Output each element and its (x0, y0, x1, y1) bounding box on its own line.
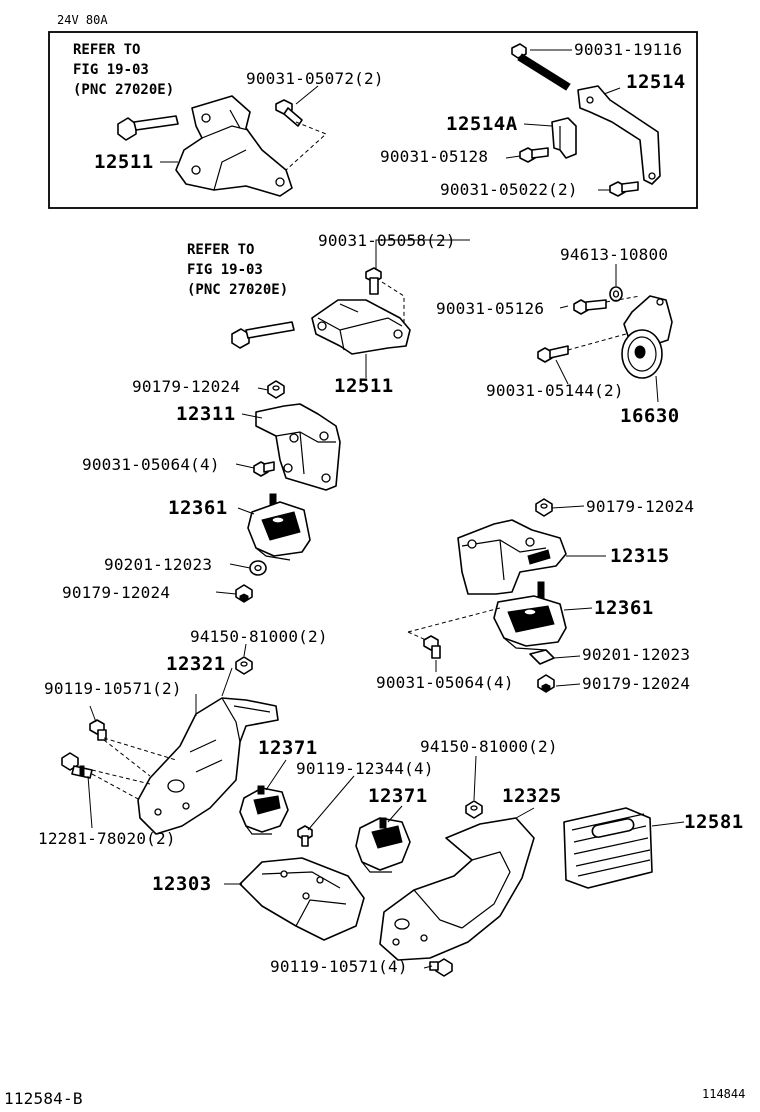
engine-mount-insulator-12361-a (247, 493, 311, 561)
spec-label: 24V 80A (57, 13, 108, 27)
callout-90031-19116: 90031-19116 (574, 40, 682, 59)
nut-90179-12024-c (535, 498, 553, 517)
callout-90179-12024-d: 90179-12024 (582, 674, 690, 693)
illustration-code-right: 114844 (702, 1087, 745, 1101)
callout-90031-05058: 90031-05058(2) (318, 231, 456, 250)
spacer-12514A (551, 117, 577, 159)
svg-text:FIG 19-03: FIG 19-03 (73, 62, 149, 78)
callout-16630: 16630 (620, 405, 680, 427)
engine-mount-insulator-12361-b (493, 581, 567, 651)
callout-12361-a: 12361 (168, 497, 228, 519)
callout-90031-05144: 90031-05144(2) (486, 381, 624, 400)
heat-insulator-12581 (563, 807, 653, 889)
bolt-90031-05144 (537, 345, 569, 363)
engine-mount-bracket-12325 (379, 817, 535, 961)
callout-90201-12023-b: 90201-12023 (582, 645, 690, 664)
nut-90179-12024-b (235, 584, 253, 603)
svg-text:(PNC 27020E): (PNC 27020E) (187, 282, 288, 298)
alternator-bracket-group-box (48, 31, 698, 209)
bracket-12511-top (175, 95, 293, 197)
engine-mount-bracket-12315 (457, 519, 567, 595)
callout-90119-10571-a: 90119-10571(2) (44, 679, 182, 698)
undercover-12303 (239, 857, 365, 941)
bolt-90031-05022 (609, 181, 639, 197)
callout-12321: 12321 (166, 653, 226, 675)
washer-90201-12023-b (529, 649, 555, 665)
callout-12371-a: 12371 (258, 737, 318, 759)
engine-mount-bracket-12321 (137, 697, 279, 835)
callout-94613-10800: 94613-10800 (560, 245, 668, 264)
callout-94150-81000-a: 94150-81000(2) (190, 627, 328, 646)
callout-12315: 12315 (610, 545, 670, 567)
callout-12511-top: 12511 (94, 151, 154, 173)
svg-text:FIG 19-03: FIG 19-03 (187, 262, 263, 278)
insulator-12371-a (239, 785, 289, 835)
callout-90031-05128: 90031-05128 (380, 147, 488, 166)
callout-12325: 12325 (502, 785, 562, 807)
bolt-12281-78020 (61, 752, 93, 779)
callout-94150-81000-b: 94150-81000(2) (420, 737, 558, 756)
callout-90119-12344: 90119-12344(4) (296, 759, 434, 778)
idler-pulley-16630 (621, 295, 673, 379)
bolt-90031-05128 (519, 147, 549, 163)
callout-12361-b: 12361 (594, 597, 654, 619)
bolt-long-top-left (117, 115, 179, 141)
bolt-90031-05072 (275, 99, 303, 127)
bolt-90031-05064-a (253, 461, 275, 477)
nut-90179-12024-a (267, 380, 285, 399)
callout-12511-mid: 12511 (334, 375, 394, 397)
nut-94150-81000-b (465, 800, 483, 819)
bolt-90119-10571-b (429, 958, 453, 977)
washer-90201-12023-a (249, 560, 267, 576)
bolt-long-mid-left (231, 321, 295, 349)
insulator-12371-b (355, 817, 411, 873)
callout-12281-78020: 12281-78020(2) (38, 829, 176, 848)
callout-90031-05126: 90031-05126 (436, 299, 544, 318)
callout-12303: 12303 (152, 873, 212, 895)
callout-90031-05022: 90031-05022(2) (440, 180, 578, 199)
bolt-90031-05058 (365, 267, 382, 295)
callout-12514A: 12514A (446, 113, 518, 135)
svg-text:REFER TO: REFER TO (187, 242, 254, 258)
callout-90179-12024-a: 90179-12024 (132, 377, 240, 396)
callout-90031-05064-a: 90031-05064(4) (82, 455, 220, 474)
nut-94150-81000-a (235, 656, 253, 675)
callout-90201-12023-a: 90201-12023 (104, 555, 212, 574)
callout-12581: 12581 (684, 811, 744, 833)
callout-12311: 12311 (176, 403, 236, 425)
callout-90179-12024-b: 90179-12024 (62, 583, 170, 602)
refer-note-top: REFER TO FIG 19-03 (PNC 27020E) (73, 42, 174, 98)
callout-90179-12024-c: 90179-12024 (586, 497, 694, 516)
bolt-90119-12344 (297, 825, 313, 847)
svg-text:REFER TO: REFER TO (73, 42, 140, 58)
adjusting-bar-12514 (577, 85, 661, 185)
callout-12371-b: 12371 (368, 785, 428, 807)
callout-12514: 12514 (626, 71, 686, 93)
nut-90179-12024-d (537, 674, 555, 693)
refer-note-mid: REFER TO FIG 19-03 (PNC 27020E) (187, 242, 288, 298)
illustration-code-left: 112584-B (4, 1089, 83, 1108)
bolt-90031-05064-b (423, 635, 441, 659)
bolt-90119-10571-a (89, 719, 107, 741)
washer-94613-10800 (609, 286, 623, 302)
callout-90031-05064-b: 90031-05064(4) (376, 673, 514, 692)
bracket-12511-mid (311, 299, 411, 355)
engine-mount-bracket-12311 (255, 403, 341, 491)
bolt-90031-19116 (511, 43, 571, 91)
callout-90119-10571-b: 90119-10571(4) (270, 957, 408, 976)
svg-text:(PNC 27020E): (PNC 27020E) (73, 82, 174, 98)
bolt-90031-05126 (573, 299, 607, 315)
callout-90031-05072: 90031-05072(2) (246, 69, 384, 88)
